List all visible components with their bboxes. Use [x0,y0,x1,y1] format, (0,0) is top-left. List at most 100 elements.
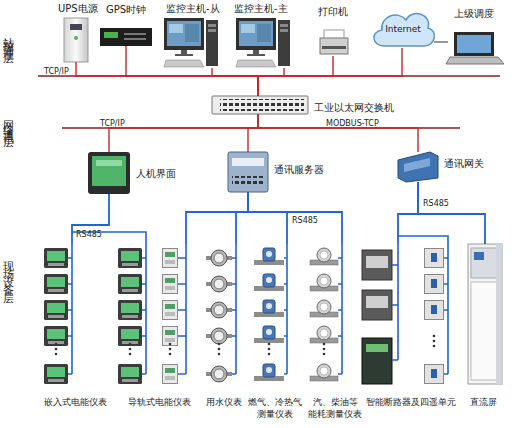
connector-line [418,182,485,244]
meter-symbol [44,364,68,384]
ellipsis-dots [55,343,58,356]
computer-symbol [236,18,290,67]
ups-symbol [70,24,82,30]
meter-group: 用水仪表 [200,244,240,386]
breaker-group: 智能断路器及四遥单元 [358,244,450,386]
gps-symbol [124,38,146,40]
device-label: 打印机 [318,6,348,18]
meter-symbol [206,276,232,292]
meter-symbol [310,274,338,291]
rs485-wire [338,244,342,374]
dc-panel-symbol [468,244,502,384]
connector-line [434,41,448,42]
device-label: 汽、柴油等 能耗测量仪表 [306,396,364,420]
meter-symbol [118,300,142,320]
gps-symbol [100,28,152,46]
printer-symbol [320,30,348,54]
meter-symbol [254,274,284,291]
laptop-symbol [454,32,494,56]
internet-cloud: Internet [372,8,434,48]
connector-line [258,48,402,96]
connector-line [248,192,342,244]
gps-symbol [104,32,118,38]
device-label: 人机界面 [136,168,176,180]
device-label: 监控主机-从 [166,3,220,15]
ellipsis-dots [169,343,172,356]
meter-symbol [310,364,338,381]
laptop-symbol [457,35,491,53]
device-label: 嵌入式电能仪表 [44,396,107,408]
meter-symbol [44,300,68,320]
gateway-symbol [404,158,430,172]
meter-symbol [254,326,284,343]
breaker-symbol [366,344,388,352]
dispatch-laptop: 上级调度 [448,32,500,64]
device-label: 智能断路器及四遥单元 [366,396,456,408]
device-label: 监控主机-主 [234,3,288,15]
ethernet-switch: 工业以太网交换机 [212,96,308,114]
meter-symbol [44,248,68,268]
meter-symbol [118,364,142,384]
monitor-host: 监控主机-从 [164,16,218,68]
connector-line [109,114,258,152]
meter-symbol [310,300,338,317]
rs485-wire [178,244,186,374]
hmi-symbol [88,152,130,194]
rs485-wire [72,232,146,374]
bus-line [38,76,500,128]
breaker-symbol [366,296,388,308]
breaker-symbol [362,250,392,280]
meter-group: 汽、柴油等 能耗测量仪表 [305,244,347,386]
device-label: 用水仪表 [206,396,242,408]
connector-line [126,46,258,96]
dc-panel-symbol [471,282,499,380]
meter-symbol [206,302,232,318]
printer: 打印机 [318,30,348,56]
server-symbol [232,176,264,186]
device-label: 上级调度 [454,8,494,20]
connector-line [248,114,258,152]
meter-symbol [163,249,178,268]
computer-symbol [164,18,218,67]
connector-line [72,194,109,244]
gps-symbol [100,28,152,46]
hmi-panel: 人机界面 [88,152,130,194]
switch-symbol [220,99,304,111]
meter-group: 燃气、冷热气 测量仪表 [250,244,292,386]
device-label: 通讯服务器 [274,164,324,176]
protocol-label: TCP/IP [100,118,125,129]
hmi-symbol [92,156,126,186]
meter-group: 嵌入式电能仪表 [40,244,150,386]
rs485-wire [398,236,448,374]
printer-symbol [322,46,346,49]
dc-panel-symbol [468,244,502,384]
layer-label: 现场设备层 [3,252,14,292]
breaker-symbol [362,250,392,384]
gps-symbol [124,33,146,35]
meter-symbol [425,301,444,320]
meter-symbol [254,300,284,317]
ellipsis-dots [268,343,271,356]
laptop-symbol [446,32,504,64]
rs485-wire [68,244,72,374]
device-label: 燃气、冷热气 测量仪表 [246,396,304,420]
meter-symbol [44,248,444,384]
meter-symbol [206,250,232,266]
ellipsis-dots [323,343,326,356]
dc-panel-symbol [474,252,484,260]
connector-line [248,192,287,244]
device-label: GPS时钟 [106,4,146,16]
meter-symbol [254,248,284,265]
connector-line [212,68,258,96]
meter-symbol [254,364,284,381]
device-label: 工业以太网交换机 [314,102,394,114]
server-symbol [232,158,264,166]
ups-device: UPS电源 [64,18,88,62]
connector-line [258,68,284,96]
protocol-label: MODBUS-TCP [326,118,379,129]
hmi-symbol [88,152,130,194]
dc-panel-symbol [471,248,499,278]
gateway-symbol [398,152,438,182]
